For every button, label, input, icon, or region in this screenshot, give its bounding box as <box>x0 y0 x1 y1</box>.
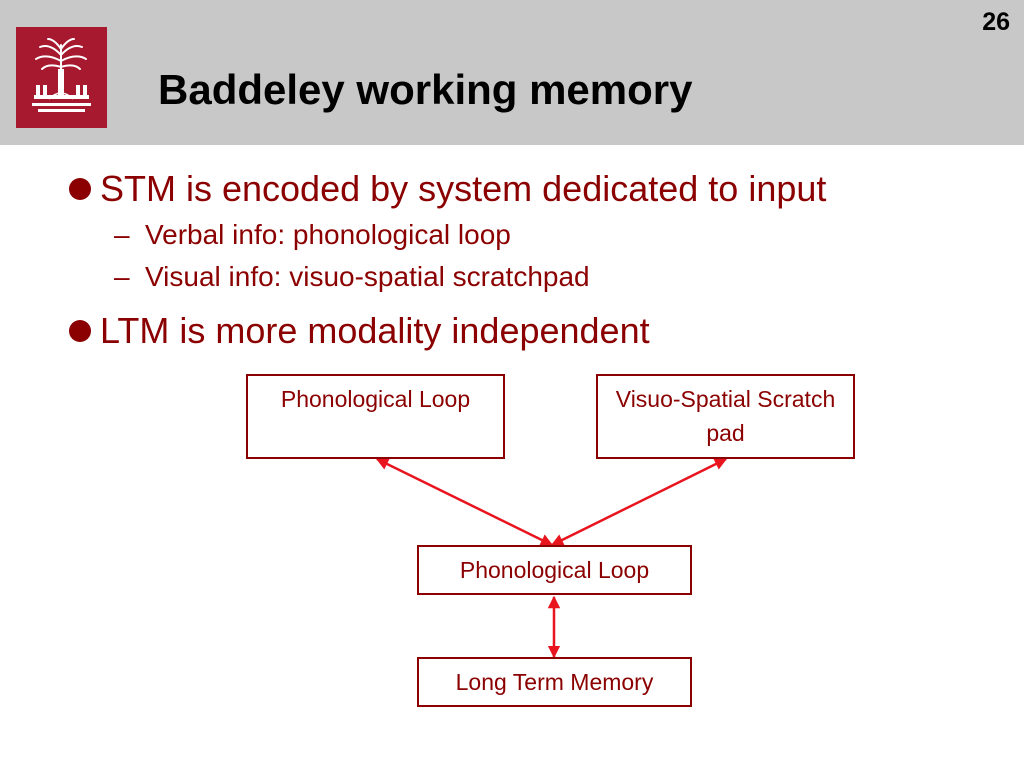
bullet-list: STM is encoded by system dedicated to in… <box>60 168 990 352</box>
bullet-dot-icon <box>69 178 91 200</box>
bullet-item: STM is encoded by system dedicated to in… <box>60 168 990 210</box>
bullet-dot-icon <box>69 320 91 342</box>
box-visuo-spatial-scratch-pad: Visuo-Spatial Scratch pad <box>596 374 855 459</box>
box-long-term-memory: Long Term Memory <box>417 657 692 707</box>
bullet-text: LTM is more modality independent <box>100 310 650 351</box>
box-phonological-loop-top: Phonological Loop <box>246 374 505 459</box>
sub-bullet-item: – Visual info: visuo-spatial scratchpad <box>60 260 990 294</box>
palmetto-logo-icon <box>16 27 107 128</box>
bullet-item: LTM is more modality independent <box>60 310 990 352</box>
sub-bullet-item: – Verbal info: phonological loop <box>60 218 990 252</box>
arrow-right-to-center <box>550 457 728 547</box>
slide-header: 26 Baddeley working memory <box>0 0 1024 145</box>
arrow-left-to-center <box>375 457 554 547</box>
sub-bullet-text: Visual info: visuo-spatial scratchpad <box>145 261 590 292</box>
dash-icon: – <box>114 261 130 292</box>
box-phonological-loop-center: Phonological Loop <box>417 545 692 595</box>
dash-icon: – <box>114 219 130 250</box>
sub-bullet-text: Verbal info: phonological loop <box>145 219 511 250</box>
slide-number: 26 <box>982 8 1010 36</box>
slide-title: Baddeley working memory <box>158 66 693 113</box>
bullet-text: STM is encoded by system dedicated to in… <box>100 168 827 209</box>
